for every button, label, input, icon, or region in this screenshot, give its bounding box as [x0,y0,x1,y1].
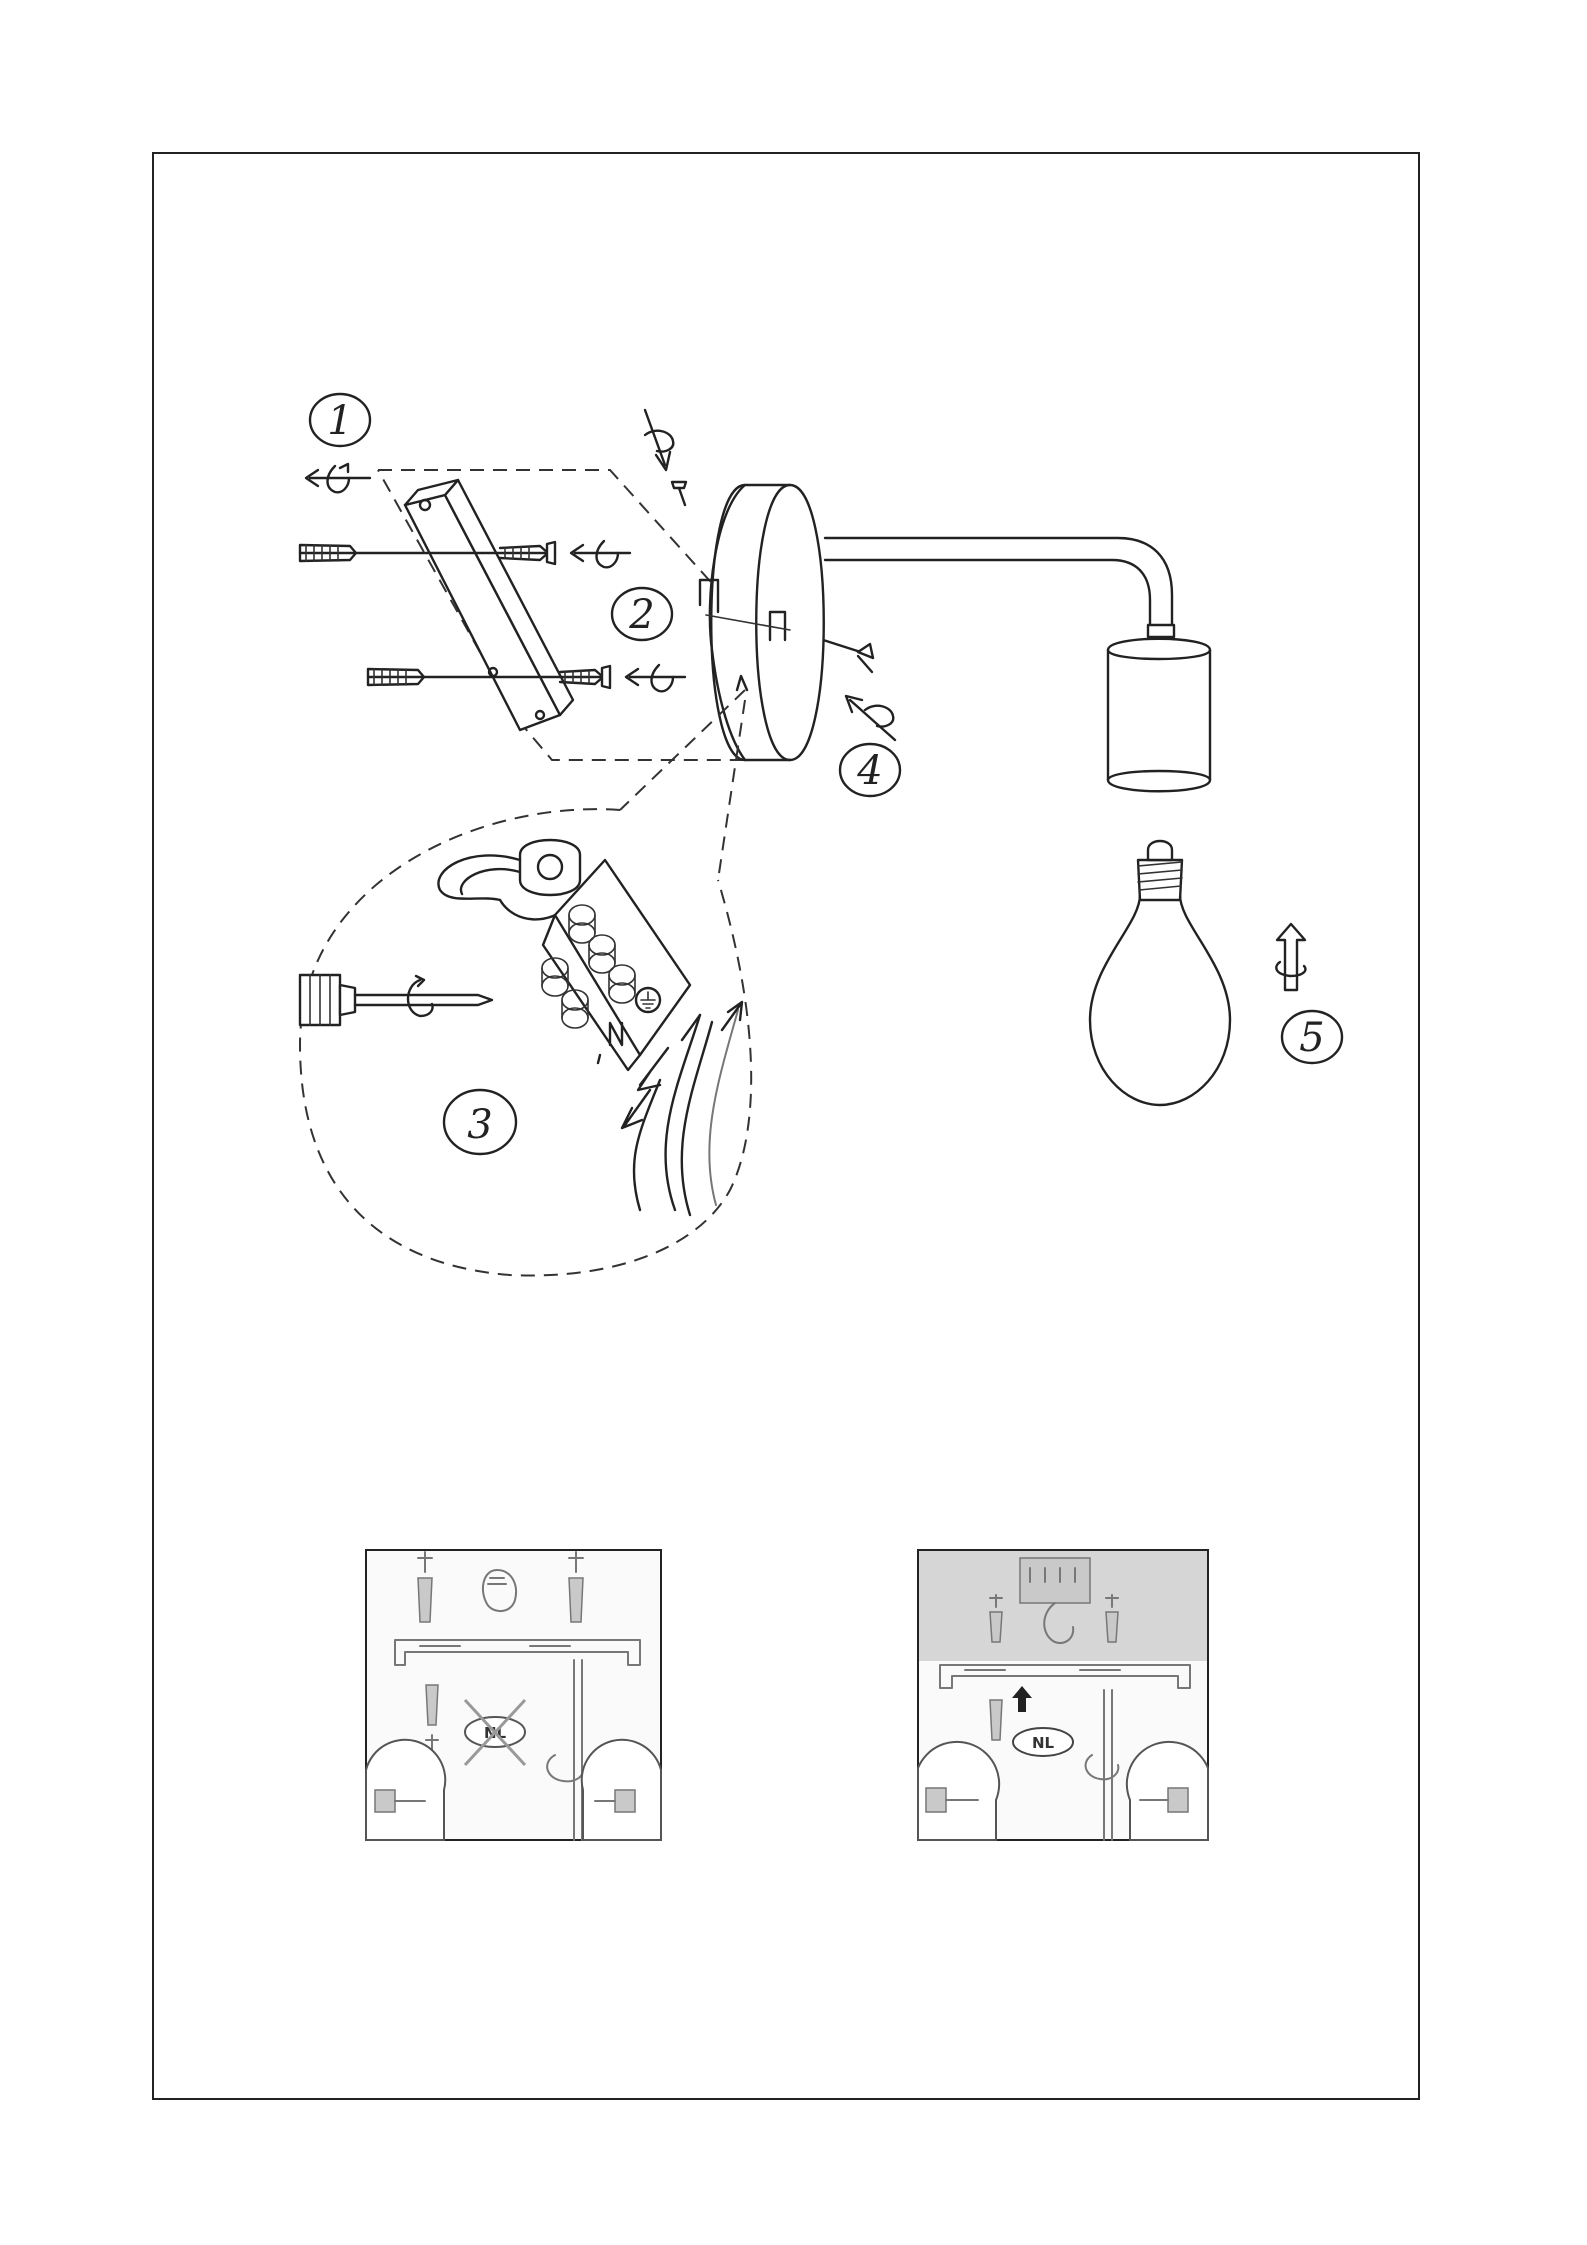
magnifier-left-icon [366,1740,445,1840]
rotation-arrow-icon [306,464,370,492]
step-label-3: 3 [444,1090,516,1154]
zoom-leader-line [620,690,745,810]
step-label-5: 5 [1282,1011,1342,1063]
main-assembly: 1 2 3 4 5 [300,394,1342,1275]
svg-text:1: 1 [327,398,352,444]
step-label-1: 1 [310,394,370,446]
screw-in-arrow-icon [1276,924,1305,990]
mounting-bracket [405,480,573,730]
lamp-arm [825,538,1174,637]
step-label-2: 2 [612,588,672,640]
lamp-socket [1108,639,1210,792]
wall-canopy [700,485,824,760]
svg-text:2: 2 [628,592,654,638]
rotation-arrow-icon [626,665,685,691]
rotation-arrow-icon [846,696,895,740]
nl-badge: NL [1013,1728,1073,1756]
magnifier-right-icon [1127,1742,1208,1840]
screwdriver-icon [300,975,492,1025]
light-bulb [1090,841,1230,1105]
svg-text:4: 4 [856,748,882,794]
terminal-block-detail [300,809,751,1275]
magnifier-left-icon [918,1742,999,1840]
rotation-arrow-icon [571,541,630,567]
mounting-panel-correct: NL [918,1550,1208,1840]
magnifier-right-icon [582,1740,661,1840]
svg-text:5: 5 [1299,1015,1324,1061]
svg-text:3: 3 [467,1102,492,1148]
cover-screw-top [672,482,686,505]
rotation-arrow-icon [645,410,673,470]
svg-text:NL: NL [1032,1734,1055,1752]
step-label-4: 4 [840,744,900,796]
mounting-panel-incorrect: NL [366,1550,661,1840]
